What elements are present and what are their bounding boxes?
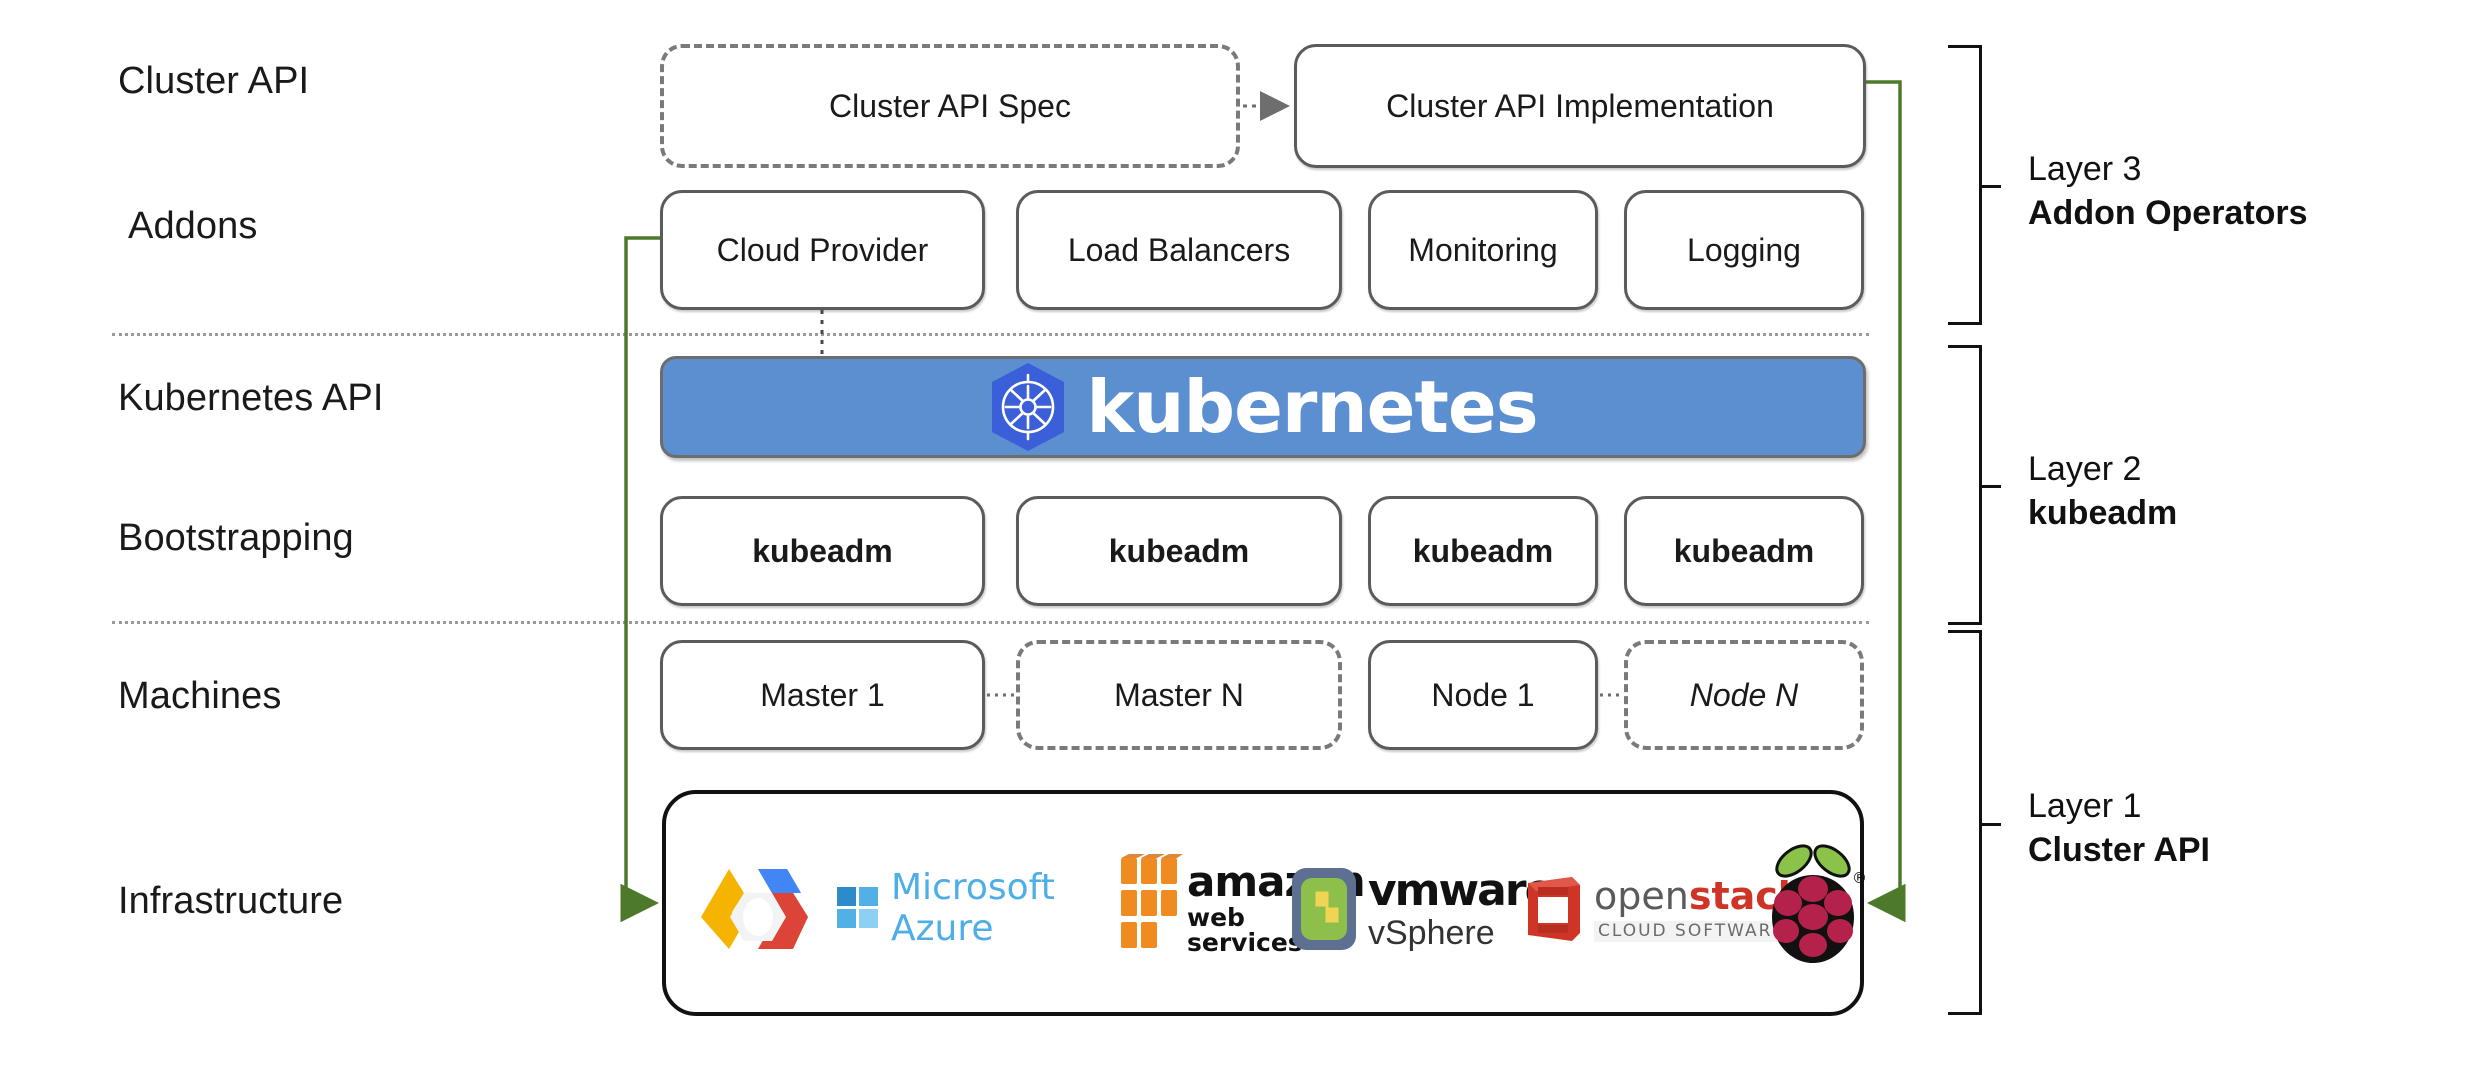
bracket-layer-2: [1948, 345, 2001, 625]
layer-name: Addon Operators: [2028, 193, 2308, 232]
bracket-tick: [1979, 185, 2001, 188]
layer-number: Layer 3: [2028, 150, 2142, 188]
logo-google-cloud-platform: [700, 855, 816, 963]
node-cluster-api-spec[interactable]: Cluster API Spec: [660, 44, 1240, 168]
layer-name: Cluster API: [2028, 830, 2211, 869]
layer-separator-lower: [112, 621, 1869, 624]
logo-openstack: openstack™ CLOUD SOFTWARE: [1522, 866, 1820, 952]
node-label: Logging: [1687, 231, 1801, 268]
vmware-wordmark: vmware: [1368, 864, 1554, 916]
node-node-1[interactable]: Node 1: [1368, 640, 1598, 750]
layer-separator-upper: [112, 333, 1869, 336]
azure-logo: [835, 885, 881, 931]
row-label-machines: Machines: [118, 675, 282, 717]
bracket-tick: [1979, 822, 2001, 826]
node-label: Node 1: [1431, 676, 1535, 713]
aws-subwordmark: web services: [1187, 903, 1303, 957]
layer-name: kubeadm: [2028, 493, 2178, 532]
openstack-logo: [1522, 873, 1586, 945]
google-cloud-logo: [700, 855, 816, 963]
vmware-logo: [1288, 864, 1360, 954]
node-node-n[interactable]: Node N: [1624, 640, 1864, 750]
logo-raspberry-pi: ®: [1760, 840, 1880, 970]
layer-label-3: Layer 3 Addon Operators: [2028, 148, 2308, 235]
logo-vmware-vsphere: vmware vSphere: [1288, 855, 1554, 963]
node-label: kubeadm: [1412, 532, 1554, 569]
node-label: kubeadm: [1673, 532, 1815, 569]
node-kubeadm-1[interactable]: kubeadm: [660, 496, 985, 606]
layer-number: Layer 1: [2028, 787, 2142, 825]
logo-microsoft-azure: Microsoft Azure: [835, 867, 1085, 949]
node-kubeadm-4[interactable]: kubeadm: [1624, 496, 1864, 606]
wire-implementation-to-infrastructure: [1866, 80, 1906, 923]
wire-cloud-provider-to-infrastructure: [620, 236, 660, 923]
vsphere-subwordmark: vSphere: [1368, 913, 1495, 952]
node-cluster-api-implementation[interactable]: Cluster API Implementation: [1294, 44, 1866, 168]
node-load-balancers[interactable]: Load Balancers: [1016, 190, 1342, 310]
node-label: Cloud Provider: [716, 231, 929, 268]
node-label: Master 1: [760, 676, 885, 713]
row-label-bootstrapping: Bootstrapping: [118, 517, 354, 559]
azure-wordmark: Microsoft Azure: [891, 867, 1055, 949]
bracket-tick: [1979, 485, 2001, 488]
node-cloud-provider[interactable]: Cloud Provider: [660, 190, 985, 310]
node-kubeadm-2[interactable]: kubeadm: [1016, 496, 1342, 606]
node-kubeadm-3[interactable]: kubeadm: [1368, 496, 1598, 606]
svg-text:®: ®: [1852, 869, 1866, 887]
aws-logo: [1115, 852, 1183, 964]
bracket-layer-3: [1948, 45, 2001, 325]
node-label: Master N: [1114, 676, 1244, 713]
node-label: Node N: [1689, 676, 1799, 713]
node-label: Cluster API Implementation: [1386, 87, 1774, 124]
row-label-cluster-api: Cluster API: [118, 60, 310, 102]
row-label-infrastructure: Infrastructure: [118, 880, 344, 922]
bracket-layer-1: [1948, 630, 2001, 1015]
node-label: Load Balancers: [1067, 231, 1291, 268]
row-label-addons: Addons: [128, 205, 258, 247]
kubernetes-wordmark: kubernetes: [1086, 365, 1538, 449]
node-label: Monitoring: [1408, 231, 1558, 268]
node-master-n[interactable]: Master N: [1016, 640, 1342, 750]
layer-label-2: Layer 2 kubeadm: [2028, 448, 2177, 535]
layer-label-1: Layer 1 Cluster API: [2028, 785, 2210, 872]
node-master-1[interactable]: Master 1: [660, 640, 985, 750]
logo-amazon-web-services: amazon web services: [1115, 848, 1366, 968]
openstack-subwordmark: CLOUD SOFTWARE: [1594, 920, 1820, 942]
node-monitoring[interactable]: Monitoring: [1368, 190, 1598, 310]
node-label: kubeadm: [1108, 532, 1250, 569]
kubernetes-banner[interactable]: kubernetes: [660, 356, 1866, 458]
node-label: kubeadm: [752, 532, 893, 569]
layer-number: Layer 2: [2028, 450, 2142, 488]
row-label-kubernetes-api: Kubernetes API: [118, 377, 384, 419]
kubernetes-helm-wheel-icon: [988, 361, 1068, 453]
node-label: Cluster API Spec: [829, 87, 1071, 124]
raspberry-pi-logo: ®: [1760, 841, 1866, 969]
node-logging[interactable]: Logging: [1624, 190, 1864, 310]
